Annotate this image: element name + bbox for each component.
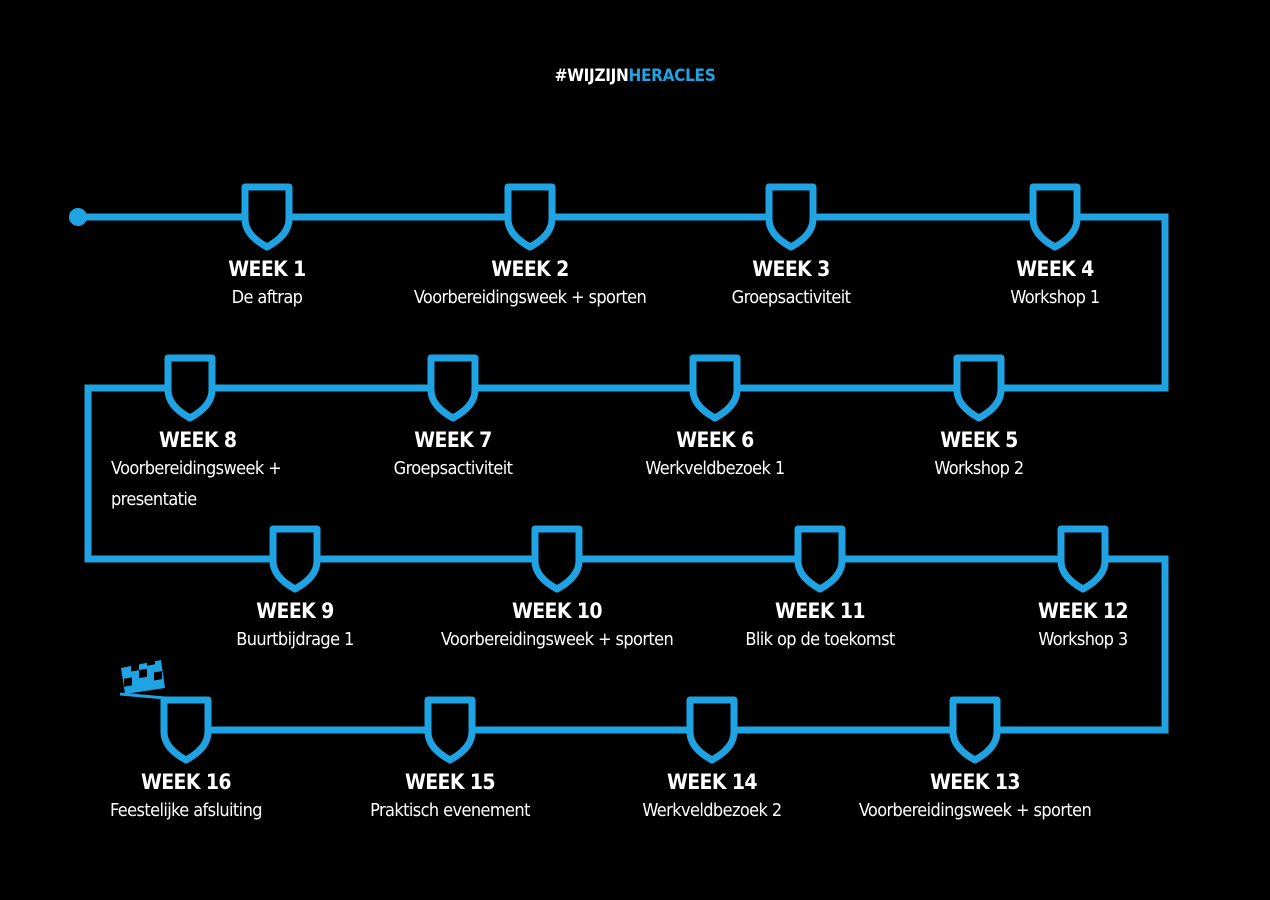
- week-number: WEEK 8: [159, 428, 237, 452]
- hashtag-prefix: #WIJZIJN: [554, 66, 629, 86]
- week-description: Buurtbijdrage 1: [236, 629, 354, 650]
- week-description: Voorbereidingsweek + sporten: [858, 800, 1092, 821]
- week-9-label: WEEK 9 Buurtbijdrage 1: [165, 598, 425, 655]
- week-description: Praktisch evenement: [370, 800, 530, 821]
- week-6-label: WEEK 6 Werkveldbezoek 1: [585, 427, 845, 484]
- shield-icon: [531, 525, 583, 593]
- week-description: Werkveldbezoek 2: [642, 800, 782, 821]
- week-2-label: WEEK 2 Voorbereidingsweek + sporten: [400, 256, 660, 313]
- week-number: WEEK 3: [752, 257, 830, 281]
- start-dot-icon: [69, 208, 87, 226]
- shield-icon: [949, 696, 1001, 764]
- week-description: Groepsactiviteit: [731, 287, 851, 308]
- week-description: Blik op de toekomst: [745, 629, 895, 650]
- shield-icon: [241, 183, 293, 251]
- week-7-label: WEEK 7 Groepsactiviteit: [323, 427, 583, 484]
- week-16-label: WEEK 16 Feestelijke afsluiting: [56, 769, 316, 826]
- week-number: WEEK 10: [512, 599, 603, 623]
- week-number: WEEK 16: [141, 770, 232, 794]
- shield-icon: [427, 354, 479, 422]
- shield-icon: [504, 183, 556, 251]
- week-14-label: WEEK 14 Werkveldbezoek 2: [582, 769, 842, 826]
- shield-icon: [689, 354, 741, 422]
- timeline-path: [78, 213, 1169, 734]
- checkered-flag-icon: [119, 656, 166, 700]
- shield-icon: [1029, 183, 1081, 251]
- week-number: WEEK 12: [1038, 599, 1129, 623]
- week-description: Workshop 2: [934, 458, 1024, 479]
- week-5-label: WEEK 5 Workshop 2: [849, 427, 1109, 484]
- shield-icon: [686, 696, 738, 764]
- week-number: WEEK 13: [930, 770, 1021, 794]
- week-number: WEEK 15: [405, 770, 496, 794]
- shield-icon: [765, 183, 817, 251]
- week-description: Werkveldbezoek 1: [645, 458, 785, 479]
- week-description: Voorbereidingsweek + sporten: [413, 287, 647, 308]
- week-15-label: WEEK 15 Praktisch evenement: [320, 769, 580, 826]
- week-3-label: WEEK 3 Groepsactiviteit: [661, 256, 921, 313]
- hashtag-title: #WIJZIJNHERACLES: [0, 66, 1270, 86]
- shield-icon: [424, 696, 476, 764]
- shield-icon: [1057, 525, 1109, 593]
- week-number: WEEK 4: [1016, 257, 1094, 281]
- hashtag-brand: HERACLES: [628, 66, 716, 86]
- week-11-label: WEEK 11 Blik op de toekomst: [690, 598, 950, 655]
- week-number: WEEK 14: [667, 770, 758, 794]
- week-description: De aftrap: [231, 287, 303, 308]
- shield-icon: [269, 525, 321, 593]
- week-number: WEEK 1: [228, 257, 306, 281]
- week-description: Workshop 3: [1038, 629, 1128, 650]
- shield-icon: [794, 525, 846, 593]
- week-8-label: WEEK 8 Voorbereidingsweek + presentatie: [111, 427, 301, 515]
- week-description: Voorbereidingsweek + presentatie: [111, 458, 282, 510]
- week-number: WEEK 6: [676, 428, 754, 452]
- shield-icon: [953, 354, 1005, 422]
- milestones: [160, 183, 1109, 764]
- week-number: WEEK 2: [491, 257, 569, 281]
- week-description: Groepsactiviteit: [393, 458, 513, 479]
- shield-icon: [160, 696, 212, 764]
- week-1-label: WEEK 1 De aftrap: [137, 256, 397, 313]
- week-description: Feestelijke afsluiting: [110, 800, 262, 821]
- week-number: WEEK 7: [414, 428, 492, 452]
- week-number: WEEK 11: [775, 599, 866, 623]
- week-12-label: WEEK 12 Workshop 3: [953, 598, 1213, 655]
- week-number: WEEK 9: [256, 599, 334, 623]
- week-4-label: WEEK 4 Workshop 1: [925, 256, 1185, 313]
- shield-icon: [164, 354, 216, 422]
- week-description: Voorbereidingsweek + sporten: [440, 629, 674, 650]
- week-13-label: WEEK 13 Voorbereidingsweek + sporten: [845, 769, 1105, 826]
- week-number: WEEK 5: [940, 428, 1018, 452]
- week-10-label: WEEK 10 Voorbereidingsweek + sporten: [427, 598, 687, 655]
- week-description: Workshop 1: [1010, 287, 1100, 308]
